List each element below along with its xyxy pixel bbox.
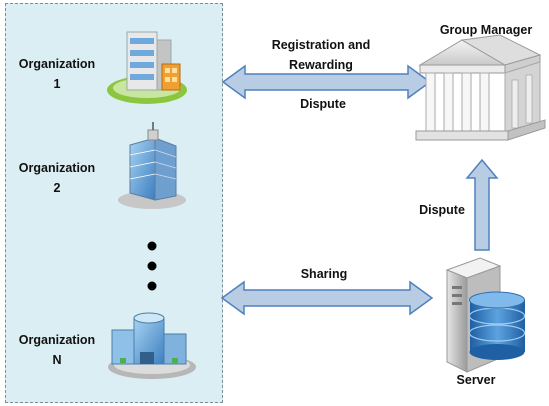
dispute-top-label: Dispute: [300, 97, 346, 111]
bank-building-icon: [415, 34, 546, 141]
dispute-vertical-label: Dispute: [419, 203, 465, 217]
server-label: Server: [456, 373, 496, 387]
ellipsis-dots-icon: [147, 241, 157, 291]
sharing-arrow: [220, 280, 434, 316]
organization-1-label: Organization 1: [12, 54, 102, 94]
organization-1-number: 1: [53, 77, 61, 91]
dispute-vertical-arrow: [465, 158, 499, 251]
registration-label-line2: Rewarding: [289, 58, 353, 72]
modern-building-icon: [108, 312, 196, 379]
registration-label-line1: Registration and: [271, 38, 371, 52]
organization-n-label: Organization N: [12, 330, 102, 370]
glass-tower-icon: [118, 122, 186, 209]
group-manager-label: Group Manager: [439, 23, 533, 37]
sharing-label: Sharing: [300, 267, 348, 281]
office-building-icon: [107, 31, 187, 104]
registration-label: Registration and Rewarding: [262, 35, 380, 75]
organization-n-name: Organization: [18, 333, 96, 347]
organization-1-name: Organization: [18, 57, 96, 71]
organization-2-number: 2: [53, 181, 61, 195]
organization-2-name: Organization: [18, 161, 96, 175]
organization-2-label: Organization 2: [12, 158, 102, 198]
database-server-icon: [445, 257, 526, 373]
organization-n-number: N: [52, 353, 62, 367]
